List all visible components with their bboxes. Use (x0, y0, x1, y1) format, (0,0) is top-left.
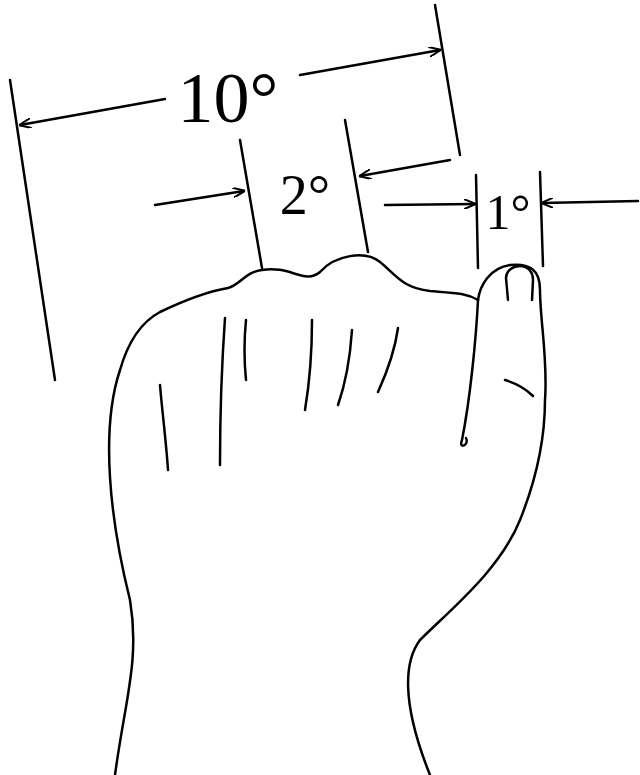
angle-label: 10° (176, 62, 281, 134)
thumb-inner-line (461, 300, 478, 446)
thumbnail (506, 266, 533, 300)
finger-crease (245, 320, 247, 380)
thumb-crease (505, 380, 533, 396)
dimension-arrow (385, 204, 475, 205)
finger-crease (378, 328, 398, 392)
dimension-arrow (20, 99, 165, 125)
dimension-arrow (542, 201, 638, 203)
angle-label: 1° (484, 187, 533, 237)
dimension-arrow (360, 160, 450, 176)
angle-label: 2° (278, 167, 332, 223)
finger-crease (160, 385, 168, 470)
dimension-arrow (300, 50, 440, 75)
finger-crease (338, 330, 352, 405)
dimension-arrow (155, 191, 244, 205)
extension-line (240, 140, 262, 268)
thumb-outline (408, 265, 546, 775)
extension-line (476, 175, 478, 268)
extension-line (435, 5, 460, 155)
extension-line (10, 80, 55, 380)
finger-crease (305, 320, 312, 410)
extension-line (540, 172, 543, 266)
hand-outline (109, 255, 478, 775)
extension-line (345, 120, 368, 252)
finger-crease (220, 318, 225, 465)
